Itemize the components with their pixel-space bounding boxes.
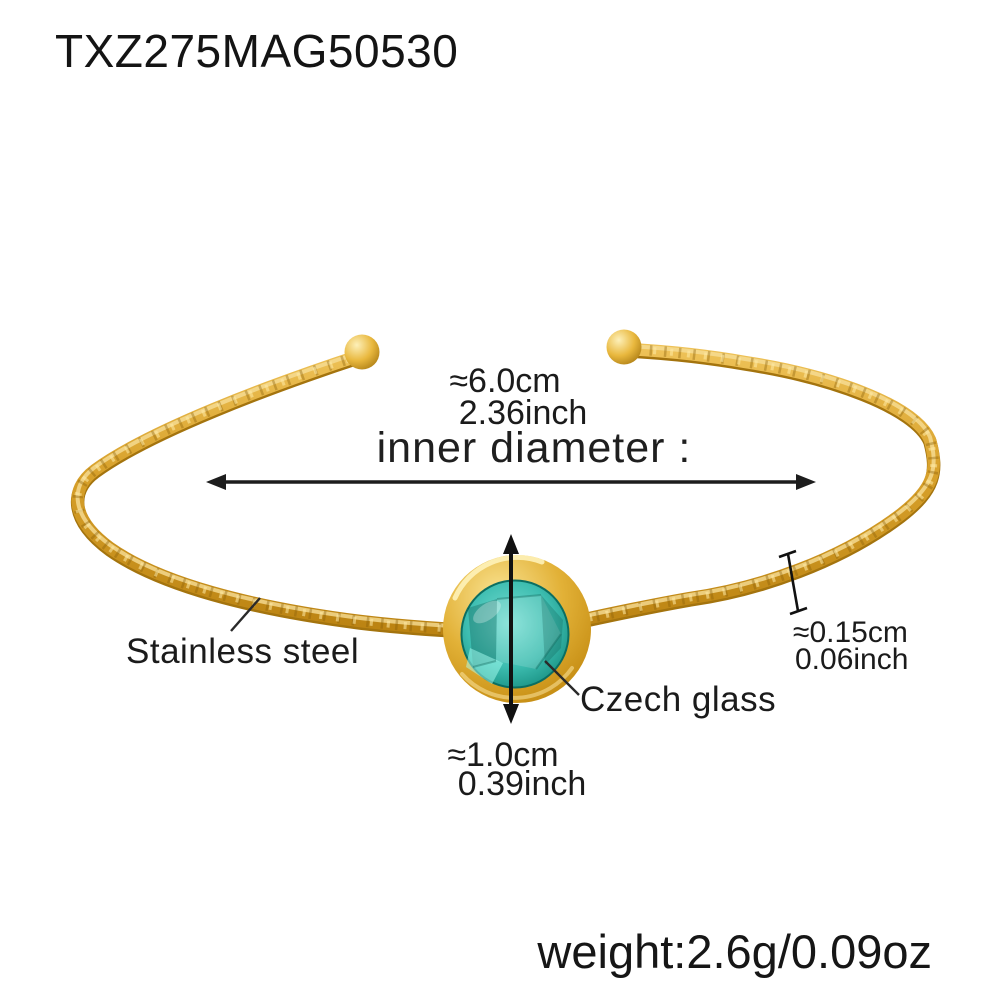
stone-material-label: Czech glass — [580, 680, 777, 719]
right-ball-end — [606, 329, 642, 365]
left-ball-end — [344, 334, 380, 370]
product-weight: weight:2.6g/0.09oz — [537, 925, 932, 978]
product-sku: TXZ275MAG50530 — [55, 25, 459, 77]
inner-diameter-metric: ≈6.0cm — [449, 362, 561, 400]
stone-height-arrow — [503, 534, 519, 724]
stone-size-metric: ≈1.0cm — [447, 736, 559, 774]
wire-thickness-imperial: 0.06inch — [795, 643, 909, 676]
czech-glass-callout-line — [544, 660, 580, 696]
band-material-label: Stainless steel — [126, 632, 360, 671]
inner-diameter-label: inner diameter : — [376, 424, 692, 472]
wire-thickness-gauge — [778, 549, 808, 616]
inner-diameter-imperial: 2.36inch — [458, 394, 588, 432]
wire-thickness-metric: ≈0.15cm — [793, 616, 908, 649]
stone-setting — [443, 554, 591, 703]
inner-diameter-arrow — [206, 474, 816, 490]
stainless-steel-callout-line — [230, 597, 261, 632]
stone-size-imperial: 0.39inch — [457, 765, 587, 803]
